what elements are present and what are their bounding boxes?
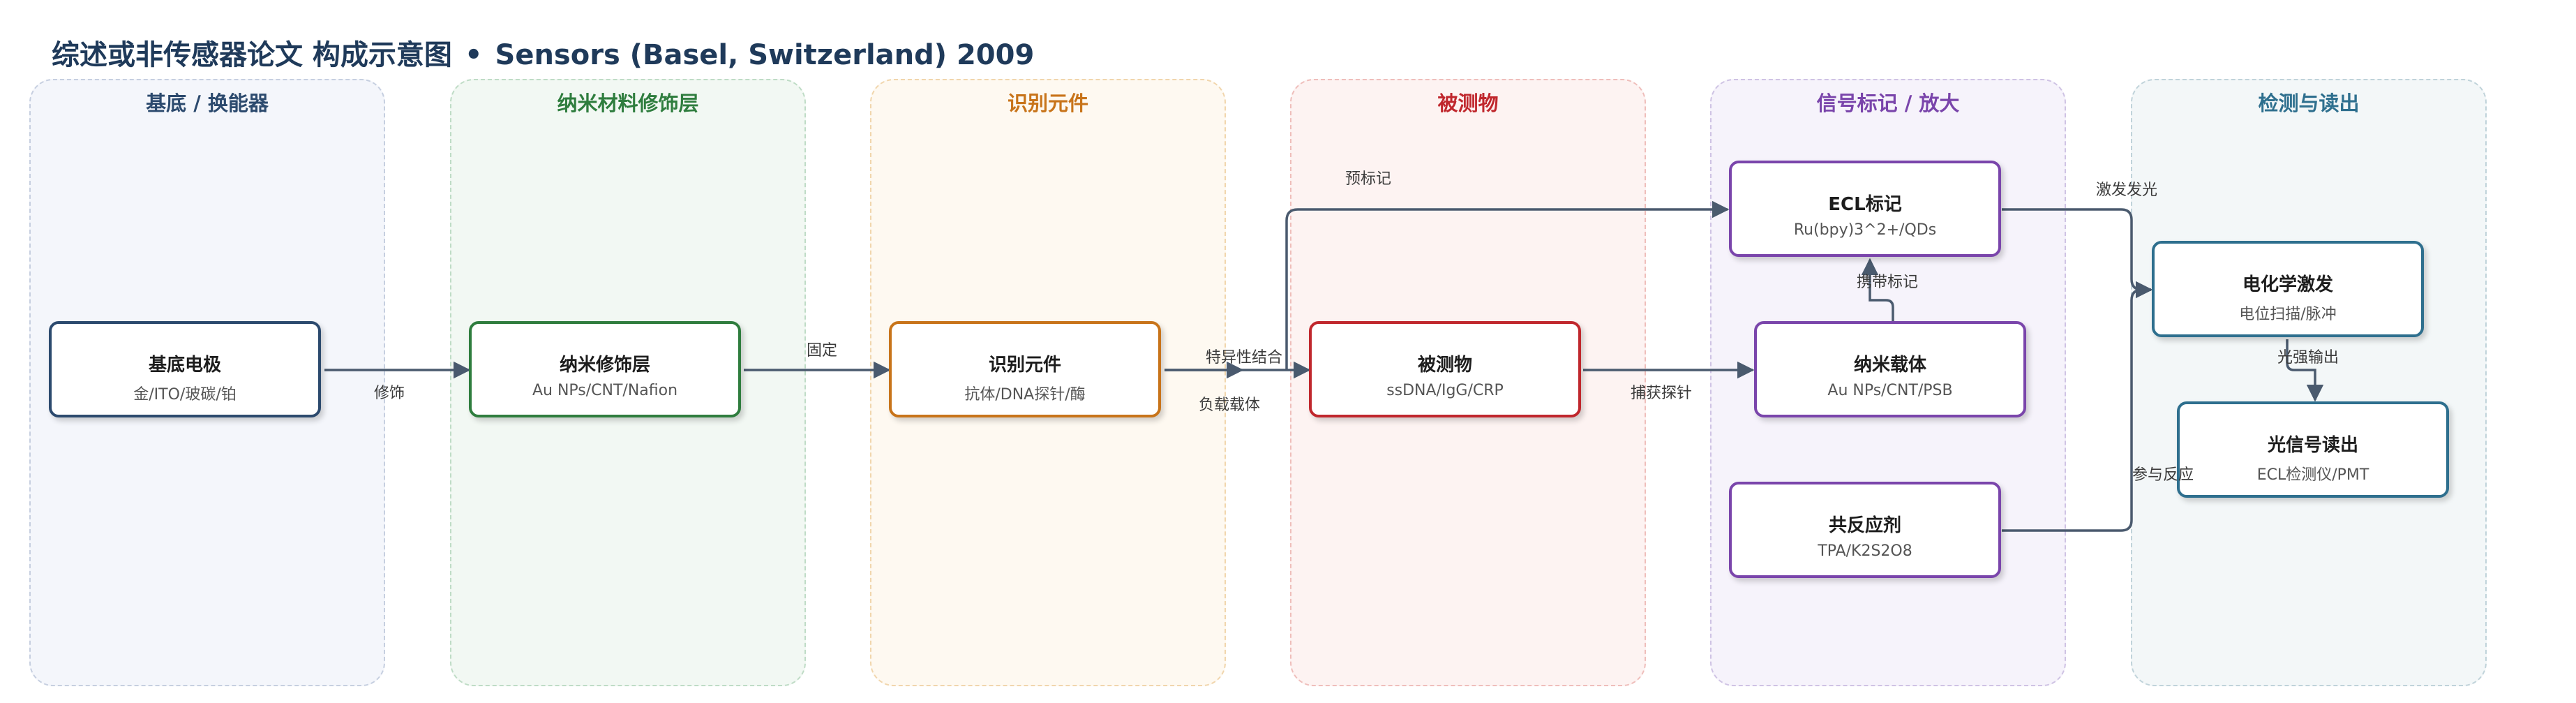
node-echem-excite-title: 电化学激发 bbox=[2242, 274, 2333, 295]
node-recognition-sub: 抗体/DNA探针/酶 bbox=[964, 386, 1086, 404]
node-nano-layer-title: 纳米修饰层 bbox=[559, 355, 650, 376]
edge-label-light-output: 光强输出 bbox=[2277, 349, 2339, 367]
edge-label-immobilize: 固定 bbox=[807, 342, 838, 360]
title-journal: Sensors (Basel, Switzerland) 2009 bbox=[495, 39, 1035, 71]
lane-detection: 检测与读出 bbox=[2131, 79, 2487, 686]
node-coreactant-sub: TPA/K2S2O8 bbox=[1818, 542, 1912, 560]
title-separator: • bbox=[464, 39, 483, 71]
lane-title-analyte: 被测物 bbox=[1437, 91, 1499, 115]
edge-pre-label bbox=[1285, 200, 1730, 370]
node-coreactant: 共反应剂 TPA/K2S2O8 bbox=[1729, 482, 2001, 578]
edge-participate-reaction bbox=[2002, 288, 2151, 532]
node-optical-read: 光信号读出 ECL检测仪/PMT bbox=[2177, 401, 2449, 498]
node-recognition: 识别元件 抗体/DNA探针/酶 bbox=[889, 321, 1161, 417]
node-nano-carrier-title: 纳米载体 bbox=[1853, 355, 1926, 376]
node-echem-excite: 电化学激发 电位扫描/脉冲 bbox=[2152, 241, 2424, 337]
lane-title-signal: 信号标记 / 放大 bbox=[1816, 91, 1960, 115]
lane-title-recognition: 识别元件 bbox=[1007, 91, 1088, 115]
edge-label-modify: 修饰 bbox=[374, 385, 405, 402]
diagram-title: 综述或非传感器论文 构成示意图 • Sensors (Basel, Switzerl… bbox=[52, 32, 1034, 73]
title-main: 综述或非传感器论文 构成示意图 bbox=[52, 39, 452, 71]
edge-light-output bbox=[2286, 339, 2324, 402]
node-ecl-label-title: ECL标记 bbox=[1828, 194, 1902, 215]
node-analyte-sub: ssDNA/IgG/CRP bbox=[1386, 382, 1504, 399]
node-analyte-title: 被测物 bbox=[1417, 355, 1472, 376]
edge-label-pre-label: 预标记 bbox=[1345, 170, 1392, 188]
edge-label-carry-label: 携带标记 bbox=[1857, 274, 1919, 291]
node-electrode: 基底电极 金/ITO/玻碳/铂 bbox=[49, 321, 321, 417]
edge-label-capture-probe: 捕获探针 bbox=[1631, 385, 1693, 402]
node-nano-layer: 纳米修饰层 Au NPs/CNT/Nafion bbox=[469, 321, 741, 417]
node-electrode-sub: 金/ITO/玻碳/铂 bbox=[133, 386, 237, 404]
node-ecl-label-sub: Ru(bpy)3^2+/QDs bbox=[1793, 221, 1937, 239]
edge-label-specific-binding: 特异性结合 bbox=[1206, 349, 1283, 367]
node-optical-read-sub: ECL检测仪/PMT bbox=[2256, 466, 2369, 484]
edge-label-excite-emission: 激发发光 bbox=[2096, 182, 2158, 199]
lane-title-detection: 检测与读出 bbox=[2258, 91, 2360, 115]
node-electrode-title: 基底电极 bbox=[148, 355, 221, 376]
node-optical-read-title: 光信号读出 bbox=[2267, 435, 2358, 456]
lane-title-substrate: 基底 / 换能器 bbox=[146, 91, 269, 115]
node-coreactant-title: 共反应剂 bbox=[1828, 515, 1901, 536]
edge-label-participate-reaction: 参与反应 bbox=[2132, 466, 2194, 484]
node-nano-carrier-sub: Au NPs/CNT/PSB bbox=[1827, 382, 1953, 399]
edge-excite-emission bbox=[2002, 208, 2153, 299]
node-analyte: 被测物 ssDNA/IgG/CRP bbox=[1309, 321, 1581, 417]
node-nano-layer-sub: Au NPs/CNT/Nafion bbox=[532, 382, 678, 399]
node-nano-carrier: 纳米载体 Au NPs/CNT/PSB bbox=[1754, 321, 2026, 417]
node-echem-excite-sub: 电位扫描/脉冲 bbox=[2239, 306, 2337, 323]
node-recognition-title: 识别元件 bbox=[988, 355, 1061, 376]
lane-title-nanomaterial: 纳米材料修饰层 bbox=[557, 91, 699, 115]
node-ecl-label: ECL标记 Ru(bpy)3^2+/QDs bbox=[1729, 161, 2001, 257]
edge-label-load-carrier: 负载载体 bbox=[1199, 397, 1261, 414]
edge-carry-label bbox=[1861, 258, 1894, 321]
